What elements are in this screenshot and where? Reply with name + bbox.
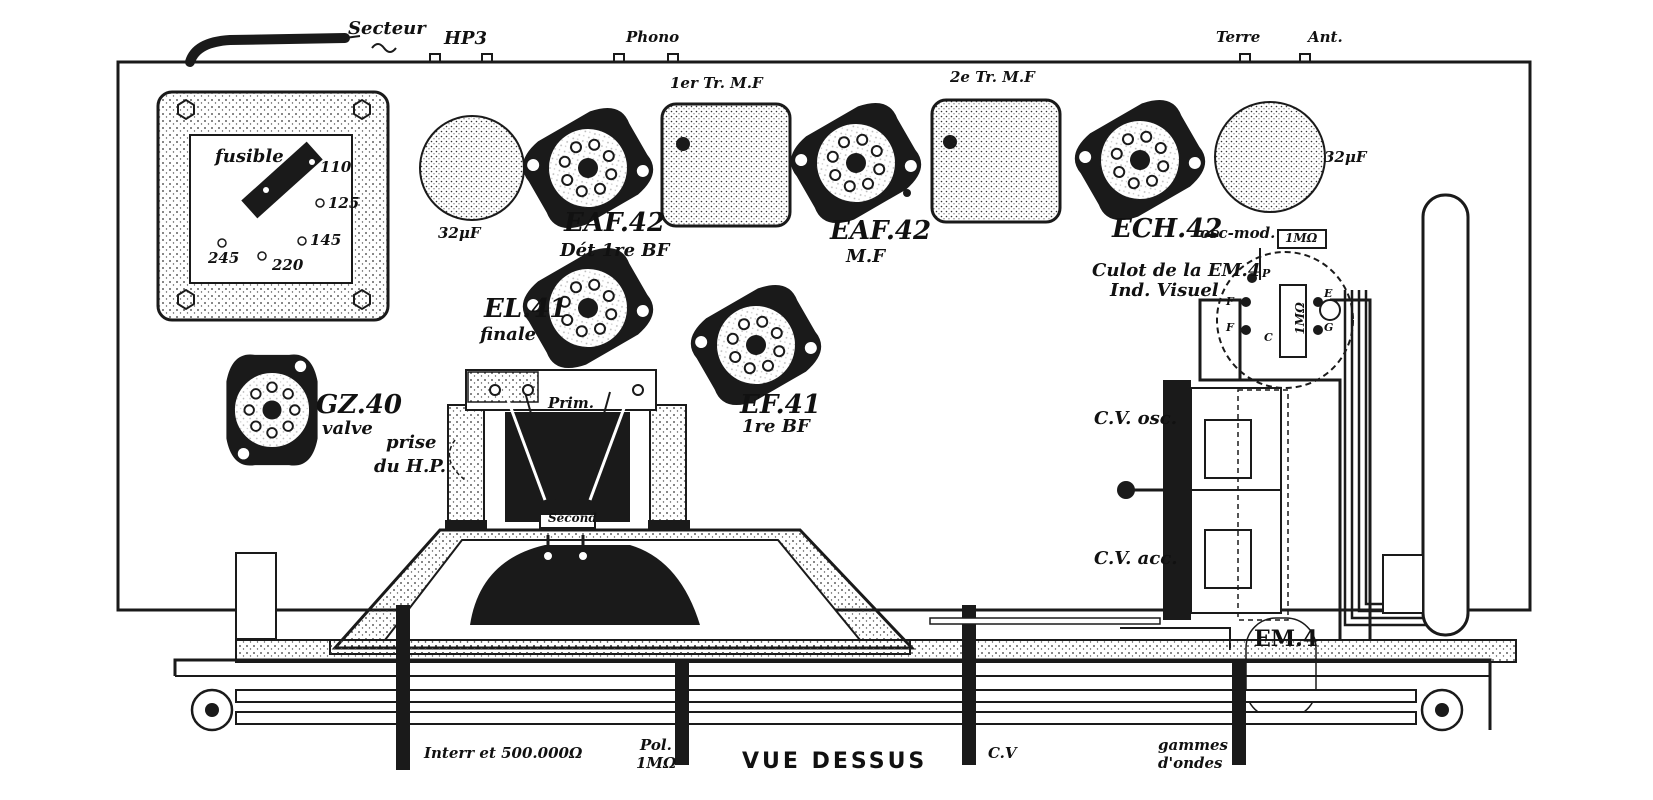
label-cv-acc: C.V. acc. (1094, 548, 1178, 569)
label-du-hp: du H.P. (374, 456, 447, 477)
label-ech42: ECH.42 (1112, 214, 1223, 244)
label-eaf42-det-sub: Dét 1re BF (560, 240, 670, 261)
loudspeaker (329, 404, 916, 655)
capacitor-32uf-left (419, 115, 525, 221)
label-ech42-sub: osc-mod. (1200, 224, 1276, 242)
label-culot-em4: Culot de la EM.4 (1092, 260, 1261, 281)
capacitor-32uf-right (1214, 101, 1326, 213)
label-el41: EL.41 (484, 294, 568, 324)
label-resistor-1m-b: 1MΩ (1292, 302, 1307, 335)
label-ant: Ant. (1308, 28, 1343, 46)
power-transformer (156, 90, 390, 322)
label-eaf42-det: EAF.42 (564, 208, 666, 238)
em4-socket (1198, 229, 1372, 640)
label-v125: 125 (328, 194, 360, 212)
label-el41-sub: finale (480, 324, 537, 345)
output-transformer (448, 369, 657, 562)
label-terre: Terre (1216, 28, 1261, 46)
foot-left (190, 688, 234, 732)
label-v245: 245 (208, 249, 240, 267)
em4-tube (1421, 193, 1470, 637)
label-ind-visuel: Ind. Visuel (1110, 280, 1219, 301)
label-gammes: gammes (1158, 736, 1228, 754)
label-pin-f2: F (1226, 321, 1234, 334)
label-cv: C.V (988, 744, 1017, 762)
label-capacitor-left: 32μF (438, 224, 481, 242)
label-resistor-1m: 1MΩ (1285, 231, 1318, 245)
if-transformer-2 (930, 98, 1062, 224)
socket-gz40 (225, 353, 319, 467)
label-ef41: EF.41 (740, 390, 821, 420)
label-fusible: fusible (215, 146, 284, 167)
label-pol-1m: 1MΩ (636, 754, 677, 772)
foot-right (1420, 688, 1464, 732)
label-secteur: Secteur (348, 18, 426, 39)
label-eaf42-mf: EAF.42 (830, 216, 932, 246)
front-rail (173, 552, 1517, 770)
label-pol: Pol. (640, 736, 672, 754)
label-if-transformer-1: 1er Tr. M.F (670, 74, 763, 92)
label-eaf42-mf-sub: M.F (846, 246, 885, 267)
label-prise: prise (386, 432, 437, 453)
label-hp3: HP3 (444, 28, 488, 49)
label-vue-dessus: VUE DESSUS (742, 749, 928, 774)
label-v145: 145 (310, 231, 342, 249)
label-pin-f1: F (1226, 295, 1234, 308)
label-second: Second (548, 511, 597, 525)
if-transformer-1 (660, 102, 792, 228)
label-d-ondes: d'ondes (1158, 754, 1223, 772)
label-gz40: GZ.40 (316, 390, 402, 420)
label-pin-g: G (1324, 321, 1334, 334)
label-pin-e: E (1324, 287, 1333, 300)
variable-capacitor (1117, 380, 1317, 719)
mains-cable (185, 33, 397, 67)
label-v110: 110 (320, 158, 352, 176)
label-phono: Phono (626, 28, 680, 46)
label-cv-osc: C.V. osc. (1094, 408, 1177, 429)
label-v220: 220 (272, 256, 304, 274)
label-em4: EM.4 (1254, 626, 1319, 652)
label-capacitor-right: 32μF (1324, 148, 1367, 166)
label-pin-p: P (1262, 267, 1271, 280)
label-ef41-sub: 1re BF (742, 416, 810, 437)
label-pin-c: C (1264, 331, 1273, 344)
label-if-transformer-2: 2e Tr. M.F (950, 68, 1035, 86)
label-interr: Interr et 500.000Ω (424, 744, 583, 762)
label-prim: Prim. (548, 394, 594, 412)
label-gz40-sub: valve (322, 418, 373, 439)
